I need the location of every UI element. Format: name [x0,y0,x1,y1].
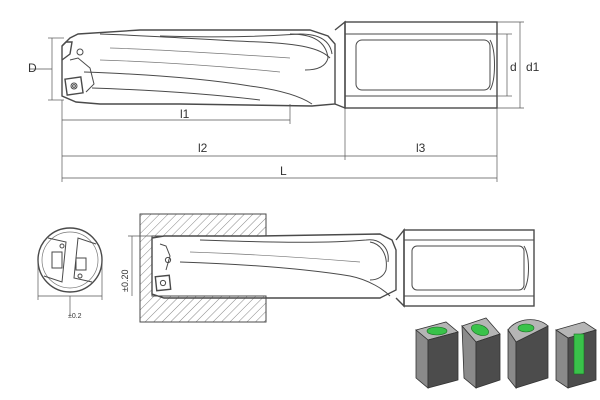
label-D: D [28,61,37,75]
block-cutaway [555,321,597,389]
drill-in-hole-view: ±0.20 [120,213,535,323]
block-flat-top [415,321,459,389]
label-tol-vertical: ±0.20 [120,270,130,292]
block-slanted-top [461,317,501,389]
label-l2: l2 [198,141,208,155]
dim-D: D [28,37,64,101]
dim-lengths: l1 l2 l3 L [61,100,498,182]
label-l1: l1 [180,107,190,121]
label-tol-small: ±0.2 [68,313,82,320]
dim-d-d1: d d1 [497,21,540,109]
label-d1: d1 [526,60,540,74]
block-convex-top [507,319,549,390]
label-l3: l3 [416,141,426,155]
label-d: d [510,60,517,74]
workpiece-examples [415,317,597,390]
label-L: L [280,164,287,178]
drill-side-view-top [61,20,498,110]
drill-end-view: ±0.2 [37,227,103,320]
